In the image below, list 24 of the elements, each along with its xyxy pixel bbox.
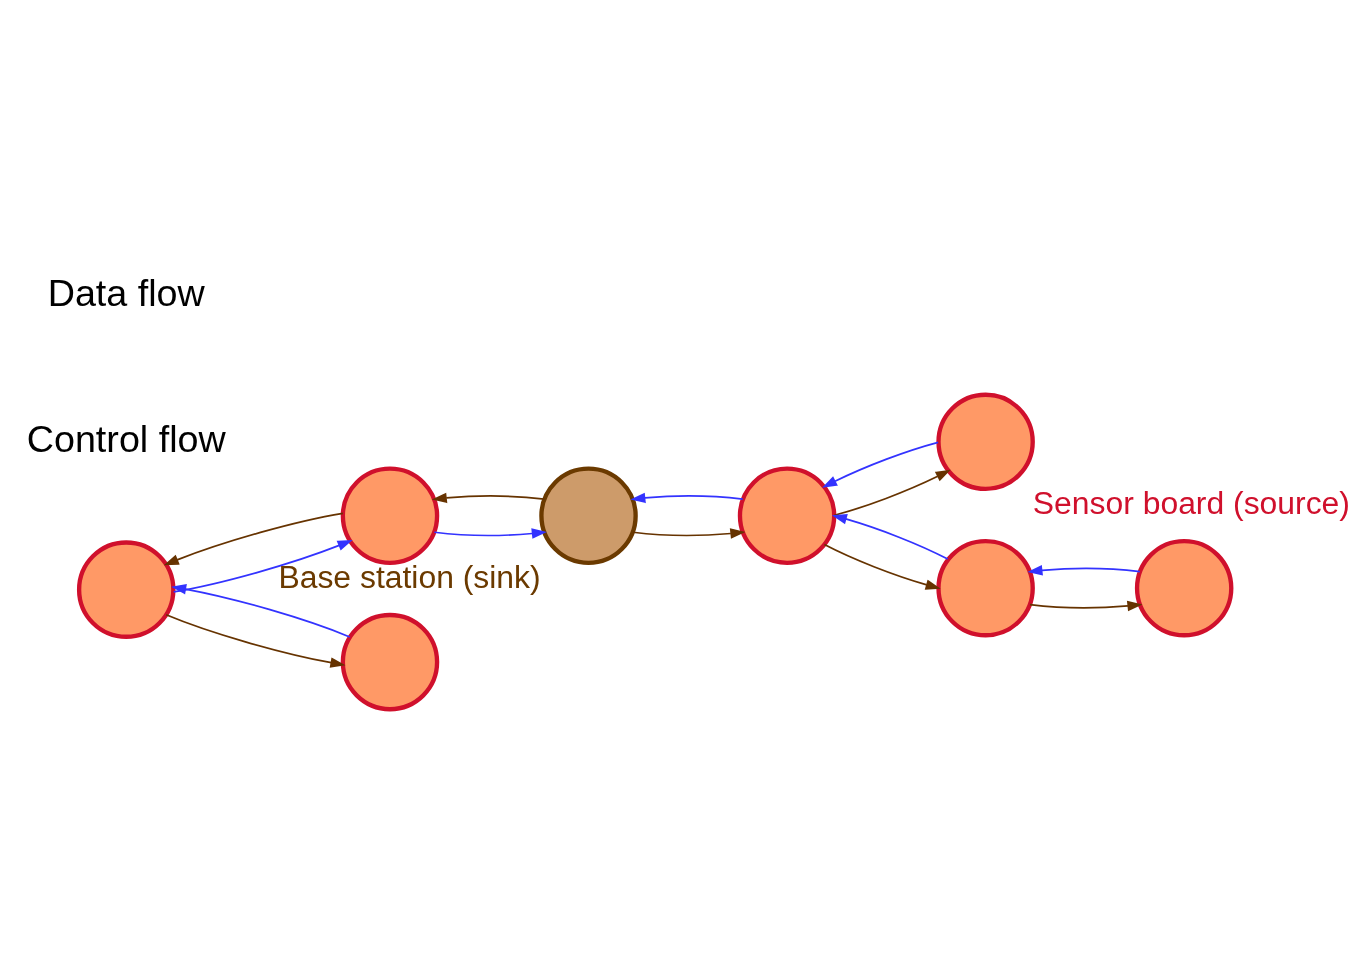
- arrow: [431, 492, 546, 503]
- node-circle: [340, 465, 440, 565]
- node-circle: [539, 465, 638, 565]
- node-circle: [76, 539, 176, 639]
- node-circle: [340, 612, 440, 711]
- arrow: [163, 512, 344, 565]
- arrow: [823, 543, 941, 590]
- node-label: Base station (sink): [278, 558, 541, 595]
- legend-label: Data flow: [47, 271, 205, 314]
- arrow: [433, 527, 547, 539]
- arrow: [1027, 564, 1141, 576]
- arrow: [833, 469, 951, 516]
- arrow: [172, 539, 353, 593]
- legend-label: Control flow: [26, 417, 226, 460]
- arrow: [1029, 600, 1143, 611]
- arrow: [632, 527, 746, 539]
- arrow: [165, 613, 346, 668]
- node-circle: [1134, 538, 1234, 637]
- arrow: [630, 492, 744, 503]
- arrow: [831, 513, 949, 560]
- arrow: [171, 583, 351, 638]
- node-circle: [936, 538, 1035, 637]
- node-label: Sensor board (source): [1032, 484, 1350, 521]
- arrow: [822, 440, 939, 488]
